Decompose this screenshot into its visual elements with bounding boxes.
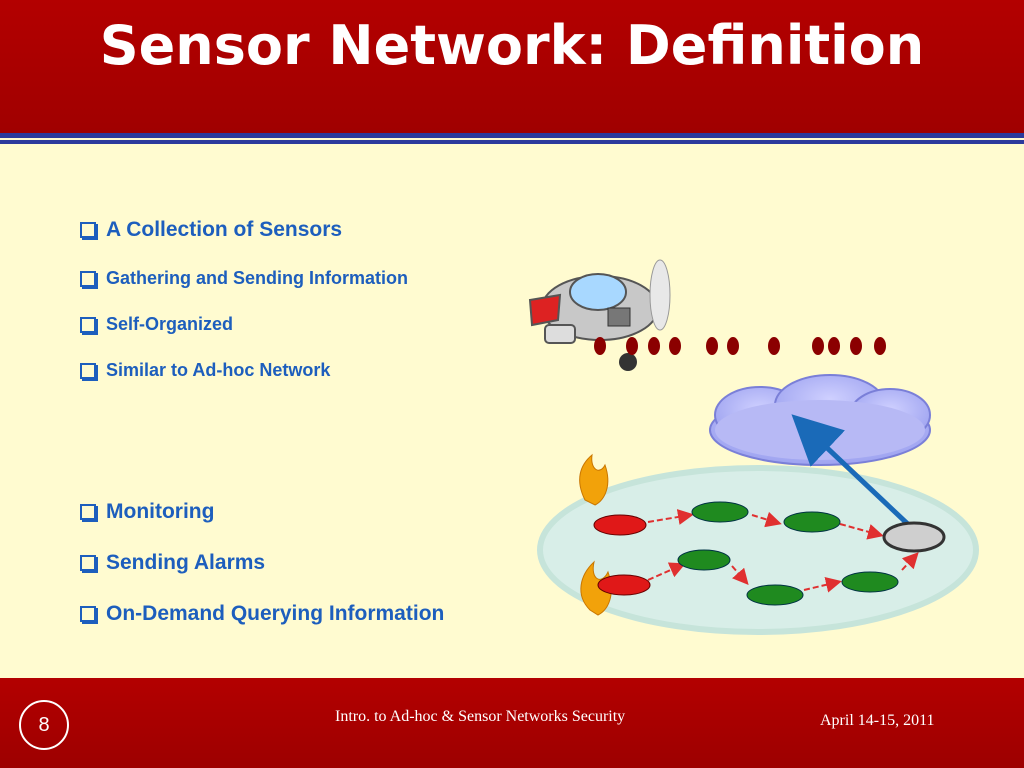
checkbox-bullet-icon (80, 362, 96, 379)
bullet-text: Monitoring (106, 500, 215, 523)
uplink-arrow (791, 414, 914, 530)
header-divider-stripe (0, 133, 1024, 138)
signal-dots-icon (594, 337, 886, 355)
bullet-item: Self-Organized (80, 314, 233, 335)
bullet-item: Monitoring (80, 500, 214, 524)
bullet-item: Gathering and Sending Information (80, 268, 408, 289)
bullet-text: Gathering and Sending Information (106, 268, 409, 288)
bullet-item: A Collection of Sensors (80, 218, 342, 242)
fire-icon (579, 453, 612, 616)
bullet-text: Similar to Ad-hoc Network (106, 360, 331, 380)
bullet-text: Self-Organized (106, 314, 234, 334)
sensor-node-green (746, 584, 804, 606)
sensor-node-red (593, 514, 647, 536)
bullet-item: Similar to Ad-hoc Network (80, 360, 330, 381)
airplane-icon (528, 259, 671, 371)
base-station-node (882, 521, 946, 553)
sensor-node-green (677, 549, 731, 571)
sensor-node-green (783, 511, 841, 533)
checkbox-bullet-icon (80, 555, 96, 571)
footer-date: April 14-15, 2011 (820, 712, 935, 729)
header-divider-stripe (0, 140, 1024, 144)
bullet-item: Sending Alarms (80, 551, 265, 575)
checkbox-bullet-icon (80, 606, 96, 622)
checkbox-bullet-icon (80, 270, 96, 287)
slide-header: Sensor Network: Definition (0, 0, 1024, 133)
checkbox-bullet-icon (80, 504, 96, 520)
sensor-node-red (597, 574, 651, 596)
bullet-text: A Collection of Sensors (106, 218, 343, 241)
sensor-node-green (691, 501, 749, 523)
slide-title: Sensor Network: Definition (99, 14, 925, 77)
sensor-network-illustration (528, 259, 979, 635)
checkbox-bullet-icon (80, 316, 96, 333)
page-number: 8 (19, 700, 69, 750)
bullet-item: On-Demand Querying Information (80, 602, 444, 626)
bullet-text: On-Demand Querying Information (106, 602, 445, 625)
cloud-icon (709, 374, 931, 466)
bullet-text: Sending Alarms (106, 551, 266, 574)
slide-footer: 8 Intro. to Ad-hoc & Sensor Networks Sec… (0, 678, 1024, 768)
sensor-node-green (841, 571, 899, 593)
footer-title: Intro. to Ad-hoc & Sensor Networks Secur… (335, 708, 626, 725)
checkbox-bullet-icon (80, 222, 96, 238)
